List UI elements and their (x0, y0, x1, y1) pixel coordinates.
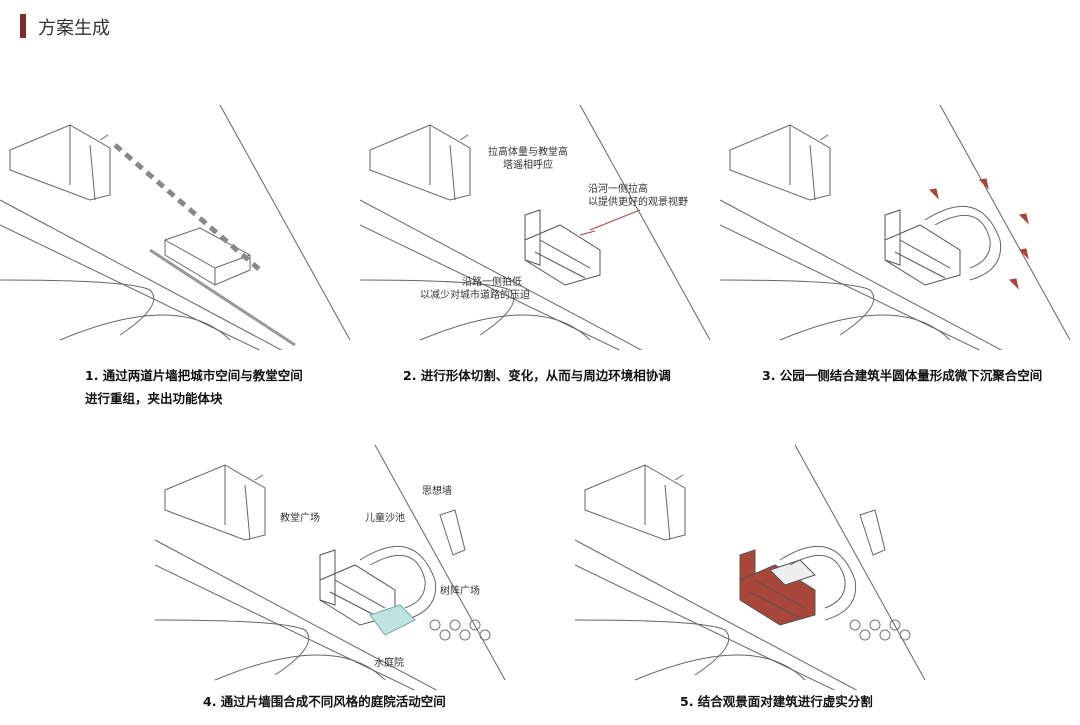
sketch-5 (574, 444, 926, 701)
road-line (719, 224, 1001, 361)
annotation-road-side: 沿路一侧拍低以减少对城市道路的压迫 (420, 277, 530, 301)
arrow-icon (579, 209, 641, 236)
road-line (0, 224, 281, 361)
road-curve (634, 654, 806, 681)
wall-line (149, 248, 296, 347)
label-water-court: 水庭院 (374, 658, 404, 669)
tree-icon (479, 629, 491, 641)
thought-wall (859, 509, 886, 556)
diagram-step-2 (359, 90, 720, 361)
church-icon (164, 464, 266, 541)
half-circle-space (924, 205, 1002, 281)
building-block (164, 227, 251, 286)
thought-wall (439, 509, 466, 556)
arrow-icon (978, 178, 989, 190)
tree-icon (459, 629, 471, 641)
sketch-3 (719, 104, 1071, 361)
road-curve (214, 654, 386, 681)
road-curve (0, 279, 155, 336)
river-line (374, 444, 506, 681)
page-title: 方案生成 (38, 18, 110, 39)
road-curve (419, 314, 591, 341)
road-curve (719, 279, 875, 336)
caption-step-2: 2. 进行形体切割、变化，从而与周边环境相协调 (403, 368, 671, 383)
tree-icon (849, 619, 861, 631)
road-line (574, 539, 876, 701)
wall-dashed (113, 143, 262, 272)
road-line (719, 199, 1021, 361)
sketch-4 (154, 444, 506, 701)
road-line (574, 564, 856, 701)
label-tree-plaza: 树阵广场 (440, 586, 480, 597)
tree-icon (859, 629, 871, 641)
title-accent-bar (20, 14, 26, 38)
road-line (0, 199, 301, 361)
church-icon (729, 124, 831, 201)
arrow-icon (1008, 278, 1019, 290)
diagram-step-1 (0, 90, 360, 361)
church-icon (9, 124, 111, 201)
caption-step-3: 3. 公园一侧结合建筑半圆体量形成微下沉聚合空间 (762, 368, 1043, 383)
tree-icon (469, 619, 481, 631)
road-curve (59, 314, 231, 341)
church-icon (369, 124, 471, 201)
road-curve (154, 619, 310, 676)
label-kids-sandpit: 儿童沙池 (365, 513, 405, 524)
caption-step-4: 4. 通过片墙围合成不同风格的庭院活动空间 (203, 694, 446, 709)
building-block (524, 224, 601, 286)
diagram-step-4 (154, 430, 515, 701)
road-line (359, 224, 641, 361)
label-church-plaza: 教堂广场 (280, 513, 320, 524)
tree-icon (889, 619, 901, 631)
half-circle-space (779, 545, 857, 621)
tree-icon (869, 619, 881, 631)
road-line (154, 539, 456, 701)
road-curve (574, 619, 730, 676)
sketch-2 (359, 104, 711, 361)
building-block (884, 224, 961, 286)
tree-icon (449, 619, 461, 631)
annotation-raise-volume: 拉高体量与教堂高塔遥相呼应 (488, 147, 568, 171)
diagram-step-5 (574, 430, 935, 701)
tower-block (884, 209, 901, 266)
tree-icon (439, 629, 451, 641)
road-curve (359, 279, 515, 336)
river-line (219, 104, 351, 341)
label-thought-wall: 思想墙 (422, 486, 452, 497)
tree-icon (879, 629, 891, 641)
glass-volume (769, 559, 816, 586)
half-circle-space (359, 545, 437, 621)
arrow-icon (928, 188, 939, 200)
road-line (359, 199, 661, 361)
river-line (939, 104, 1071, 341)
caption-step-5: 5. 结合观景面对建筑进行虚实分割 (680, 694, 873, 709)
annotation-river-side: 沿河一侧拉高以提供更好的观景视野 (588, 184, 688, 208)
road-line (154, 564, 436, 701)
tree-icon (429, 619, 441, 631)
caption-step-1: 1. 通过两道片墙把城市空间与教堂空间进行重组，夹出功能体块 (85, 368, 303, 406)
tower-block (524, 209, 541, 266)
sketch-1 (0, 104, 351, 361)
church-icon (584, 464, 686, 541)
river-line (579, 104, 711, 341)
water-court (369, 604, 416, 636)
arrow-icon (1018, 213, 1029, 225)
road-curve (779, 314, 951, 341)
river-line (794, 444, 926, 681)
tower-block (319, 549, 336, 606)
tree-icon (899, 629, 911, 641)
arrow-icon (1018, 248, 1029, 260)
diagram-step-3 (719, 90, 1080, 361)
